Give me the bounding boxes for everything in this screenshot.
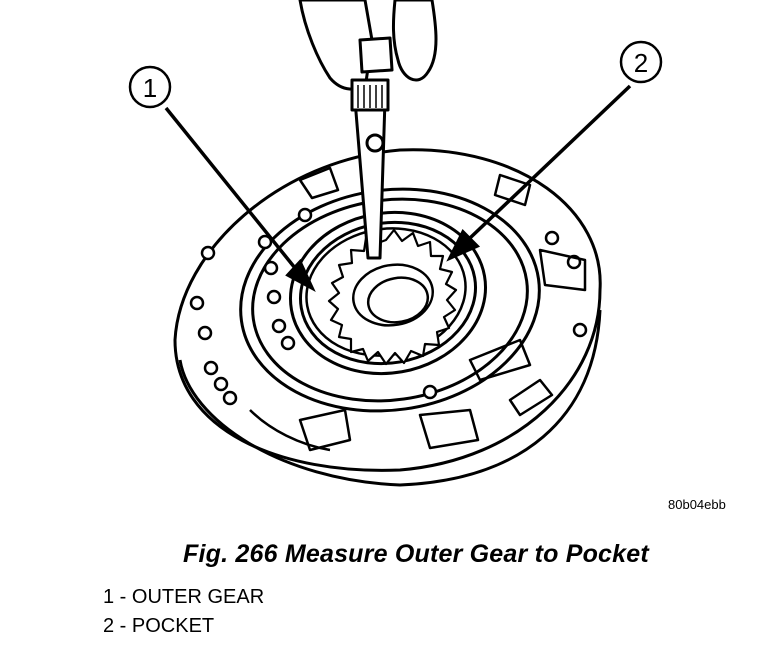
pump-illustration: 1 2 [128, 0, 663, 487]
callout-1-number: 1 [143, 73, 157, 103]
figure-caption: Fig. 266 Measure Outer Gear to Pocket [183, 540, 649, 568]
callout-2: 2 [619, 40, 663, 84]
legend-item-pocket: 2 - POCKET [103, 615, 215, 637]
callout-2-leader [468, 84, 632, 240]
figure-reference-code: 80b04ebb [668, 497, 726, 512]
callout-2-number: 2 [634, 48, 648, 78]
callout-1-leader [164, 106, 297, 270]
callout-1: 1 [128, 65, 172, 109]
callout-1-arrowhead [285, 258, 316, 293]
callout-2-arrowhead [446, 229, 481, 262]
legend-item-outer-gear: 1 - OUTER GEAR [103, 586, 265, 608]
